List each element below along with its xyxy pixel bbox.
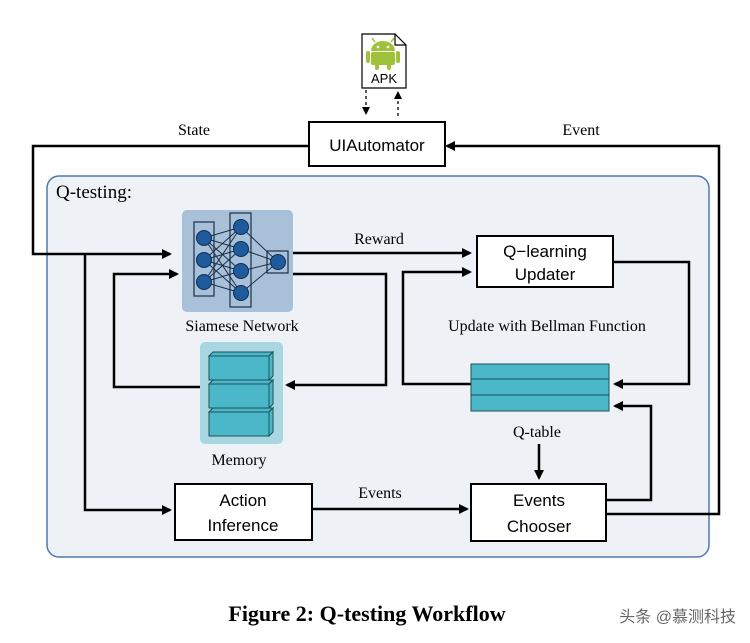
state-label: State [178, 122, 210, 139]
action-line1: Action [219, 491, 266, 510]
watermark: 头条 @慕测科技 [619, 608, 736, 626]
qlearning-line1: Q−learning [503, 242, 587, 261]
action-line2: Inference [208, 516, 279, 535]
qlearning-updater-box [476, 235, 614, 288]
event-label: Event [562, 122, 600, 139]
memory [200, 342, 283, 444]
qtable [470, 363, 610, 412]
qtable-to-updater-arrow [401, 267, 472, 386]
reward-label: Reward [354, 231, 404, 248]
figure-caption: Figure 2: Q-testing Workflow [228, 601, 505, 626]
state-to-action-arrow [83, 254, 172, 515]
action-inference-box [174, 483, 313, 541]
siamese-to-memory-arrow [285, 272, 388, 390]
siamese-label: Siamese Network [185, 318, 298, 335]
events-chooser-box [470, 483, 607, 542]
bellman-label: Update with Bellman Function [448, 318, 646, 335]
chooser-line2: Chooser [507, 517, 572, 536]
apk-label: APK [371, 71, 397, 86]
updater-to-qtable-arrow [613, 260, 691, 389]
chooser-line1: Events [513, 491, 565, 510]
event-arrow [445, 141, 721, 516]
region-title: Q-testing: [56, 182, 132, 203]
qtable-label: Q-table [513, 424, 561, 441]
memory-label: Memory [211, 452, 266, 469]
state-arrow [31, 144, 309, 259]
events-label: Events [358, 485, 402, 502]
siamese-network [182, 210, 293, 312]
android-icon [366, 37, 400, 70]
apk-file: APK [361, 33, 407, 89]
chooser-to-qtable-arrow [606, 401, 653, 502]
uiautomator-label: UIAutomator [329, 136, 425, 155]
qlearning-line2: Updater [515, 265, 576, 284]
memory-to-siamese-arrow [112, 269, 200, 389]
